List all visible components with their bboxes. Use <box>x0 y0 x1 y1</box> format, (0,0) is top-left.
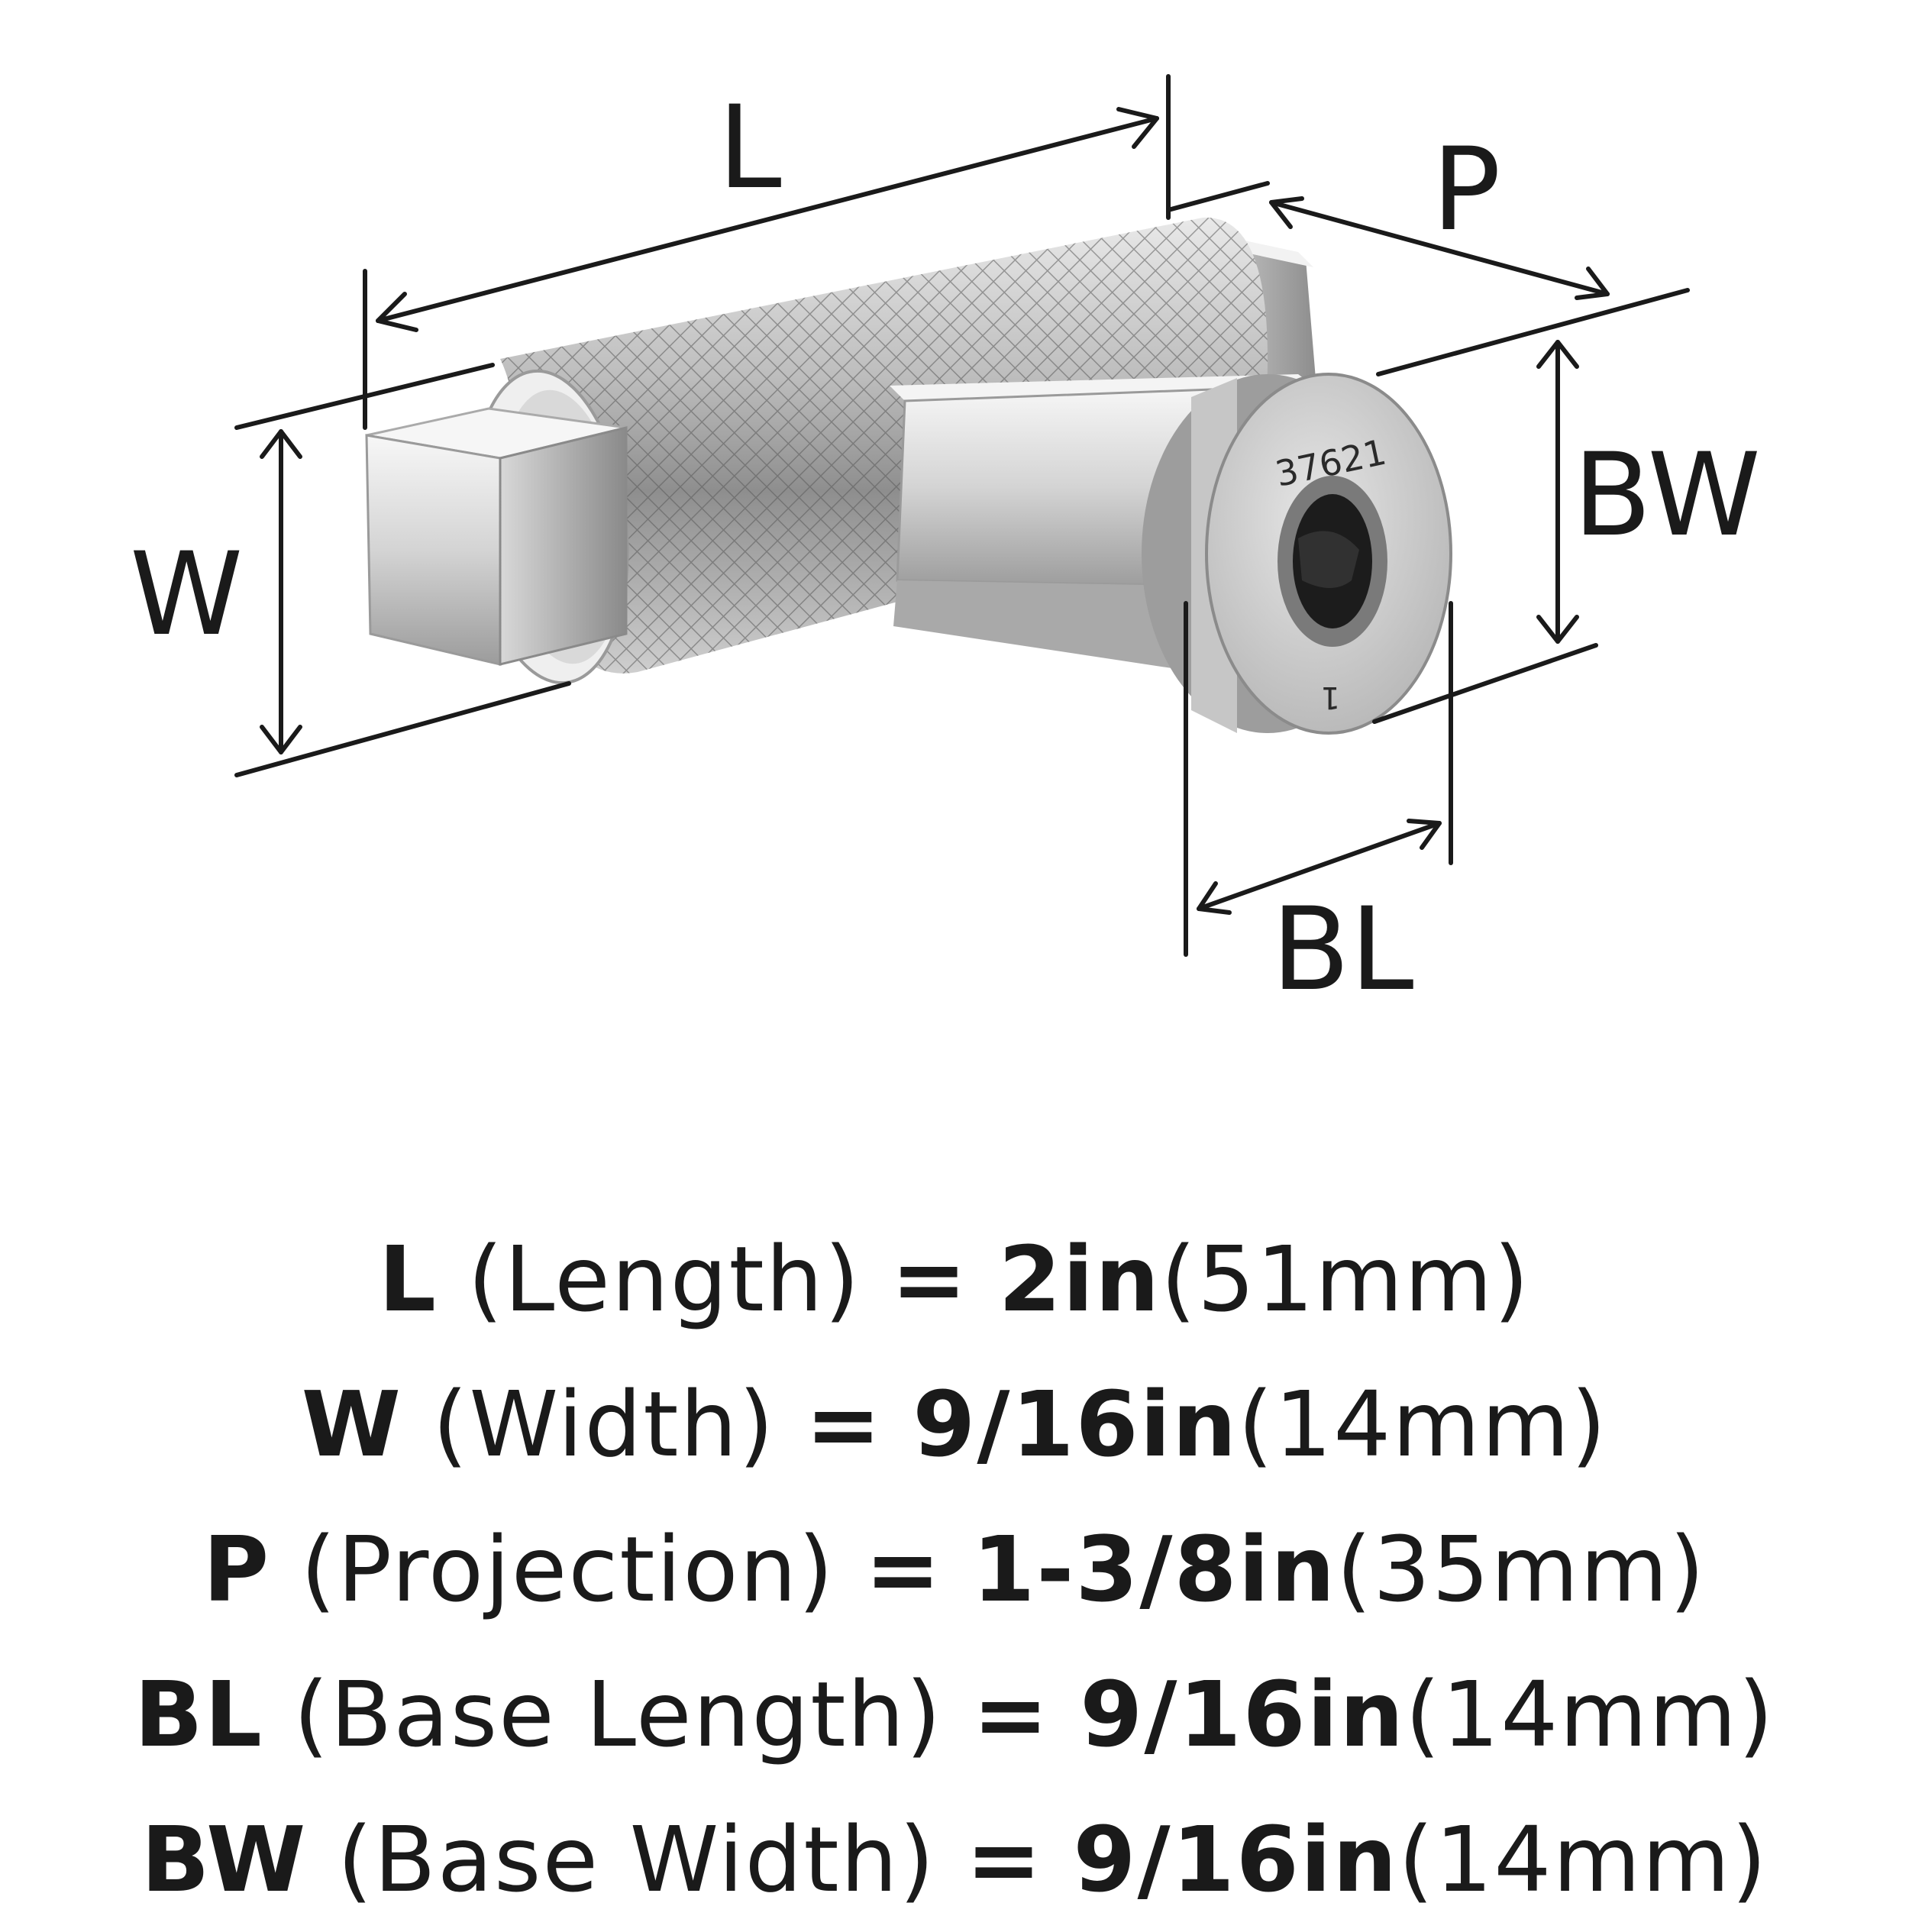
length-letter: L <box>718 82 782 215</box>
spec-row-width: W (Width) = 9/16in(14mm) <box>0 1352 1909 1497</box>
length-dimension: L <box>234 74 1171 430</box>
projection-letter: P <box>1432 124 1500 257</box>
spec-equals: = <box>805 1371 883 1477</box>
bar-front-end <box>365 407 628 666</box>
spec-abbr: W <box>301 1371 402 1477</box>
product-dimension-diagram: 37621 1 L W P <box>130 74 1761 1016</box>
spec-row-base-length: BL (Base Length) = 9/16in(14mm) <box>0 1642 1909 1787</box>
spec-imperial: 2in <box>998 1226 1161 1332</box>
spec-name: (Length) <box>467 1226 861 1332</box>
base-width-dimension: BW <box>1372 340 1761 724</box>
spec-row-length: L (Length) = 2in(51mm) <box>0 1207 1909 1352</box>
knurled-t-knob-product: 37621 1 <box>365 217 1452 735</box>
spec-row-base-width: BW (Base Width) = 9/16in(14mm) <box>0 1787 1909 1932</box>
spec-imperial: 9/16in <box>913 1371 1239 1477</box>
dimension-annotations: L W P BW <box>130 74 1761 1016</box>
spec-equals: = <box>966 1807 1043 1912</box>
spec-metric: (35mm) <box>1336 1517 1707 1622</box>
spec-equals: = <box>891 1226 968 1332</box>
projection-dimension: P <box>1166 124 1690 376</box>
spec-abbr: BW <box>141 1807 308 1912</box>
spec-metric: (14mm) <box>1238 1371 1608 1477</box>
mark-stamp: 1 <box>1321 680 1340 715</box>
spec-name: (Base Width) <box>337 1807 936 1912</box>
spec-metric: (14mm) <box>1405 1662 1775 1767</box>
width-dimension: W <box>130 429 571 777</box>
base-width-letter: BW <box>1573 429 1761 562</box>
spec-equals: = <box>972 1662 1050 1767</box>
spec-abbr: BL <box>134 1662 263 1767</box>
spec-abbr: P <box>202 1517 271 1622</box>
base-length-dimension: BL <box>1184 601 1453 1016</box>
width-letter: W <box>130 528 243 661</box>
spec-imperial: 9/16in <box>1073 1807 1399 1912</box>
spec-imperial: 9/16in <box>1080 1662 1406 1767</box>
spec-name: (Base Length) <box>293 1662 943 1767</box>
mounting-disc: 37621 1 <box>1142 373 1452 735</box>
spec-name: (Projection) <box>300 1517 835 1622</box>
spec-equals: = <box>864 1517 942 1622</box>
spec-name: (Width) <box>432 1371 776 1477</box>
spec-metric: (14mm) <box>1398 1807 1768 1912</box>
dimension-spec-list: L (Length) = 2in(51mm) W (Width) = 9/16i… <box>0 1207 1909 1932</box>
spec-row-projection: P (Projection) = 1-3/8in(35mm) <box>0 1497 1909 1642</box>
spec-imperial: 1-3/8in <box>972 1517 1337 1622</box>
spec-abbr: L <box>378 1226 438 1332</box>
base-length-letter: BL <box>1271 884 1413 1016</box>
spec-metric: (51mm) <box>1161 1226 1531 1332</box>
